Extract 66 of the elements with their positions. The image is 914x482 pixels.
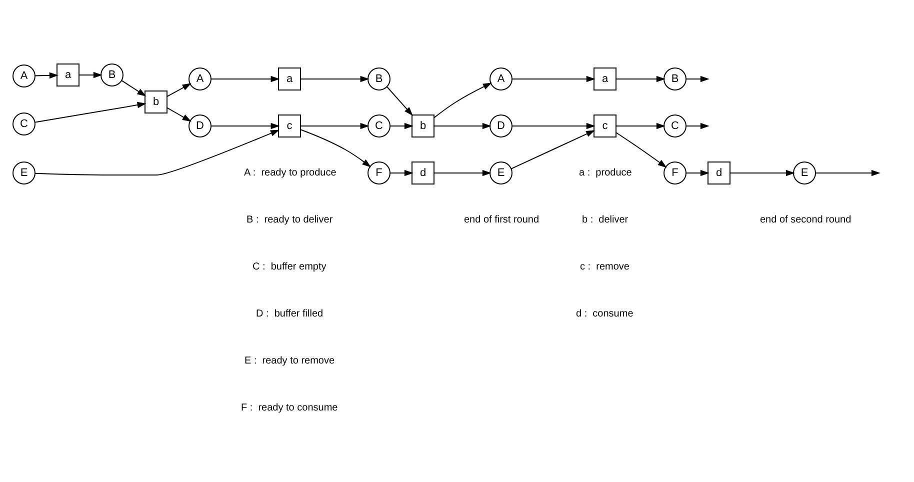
node-box: d <box>708 161 730 184</box>
arrow <box>686 169 710 176</box>
node-circle: A <box>188 67 212 90</box>
node-box: c <box>594 114 616 137</box>
arrow <box>434 82 492 118</box>
arrow <box>210 75 280 82</box>
label: F : ready to consume <box>241 402 338 413</box>
arrow <box>616 75 666 82</box>
node-box: b <box>144 90 168 113</box>
node-box: b <box>412 114 434 137</box>
arrow <box>300 128 372 167</box>
node-box: a <box>278 67 301 90</box>
arrow <box>815 169 880 176</box>
label: E : ready to remove <box>244 355 335 366</box>
label: end of second round <box>760 214 852 225</box>
node-circle: E <box>490 161 512 184</box>
arrow <box>616 132 667 168</box>
node-circle: D <box>490 114 512 137</box>
node-circle: A <box>490 67 512 90</box>
arrow <box>390 169 414 176</box>
arrow <box>210 122 280 129</box>
node-circle: E <box>793 161 816 184</box>
arrow <box>730 169 795 176</box>
label: B : ready to deliver <box>246 214 333 225</box>
node-circle: F <box>664 161 686 184</box>
arrow <box>300 75 370 82</box>
node-circle: E <box>12 161 36 184</box>
node-box: a <box>56 63 80 86</box>
label: c : remove <box>580 261 630 272</box>
node-circle: C <box>664 114 686 137</box>
arrow <box>300 122 370 129</box>
node-circle: B <box>100 63 124 86</box>
label: end of first round <box>464 214 540 225</box>
arrow <box>510 130 596 169</box>
node-circle: A <box>12 64 36 87</box>
arrow <box>386 86 413 116</box>
label: D : buffer filled <box>256 308 324 319</box>
label: A : ready to produce <box>244 167 336 178</box>
arrow <box>686 122 710 129</box>
node-box: d <box>412 161 434 184</box>
label: d : consume <box>576 308 634 319</box>
arrow <box>166 106 192 122</box>
node-box: c <box>278 114 301 137</box>
arrow <box>434 169 492 176</box>
label: a : produce <box>579 167 632 178</box>
arrow <box>34 101 146 122</box>
label: b : deliver <box>582 214 628 225</box>
label: C : buffer empty <box>252 261 326 272</box>
arrow <box>121 80 146 96</box>
arrow <box>78 71 102 78</box>
arrow <box>34 129 280 175</box>
node-circle: B <box>368 67 390 90</box>
arrow <box>512 75 596 82</box>
node-box: a <box>594 67 616 90</box>
arrow <box>512 122 596 129</box>
node-circle: C <box>368 114 390 137</box>
arrow <box>686 75 710 82</box>
node-circle: D <box>188 114 212 137</box>
node-circle: F <box>368 161 390 184</box>
arrow <box>390 122 414 129</box>
arrow <box>434 122 492 129</box>
arrow <box>166 82 192 96</box>
node-circle: C <box>12 112 36 135</box>
arrow <box>34 72 58 78</box>
node-circle: B <box>664 67 686 90</box>
arrow <box>616 122 666 129</box>
